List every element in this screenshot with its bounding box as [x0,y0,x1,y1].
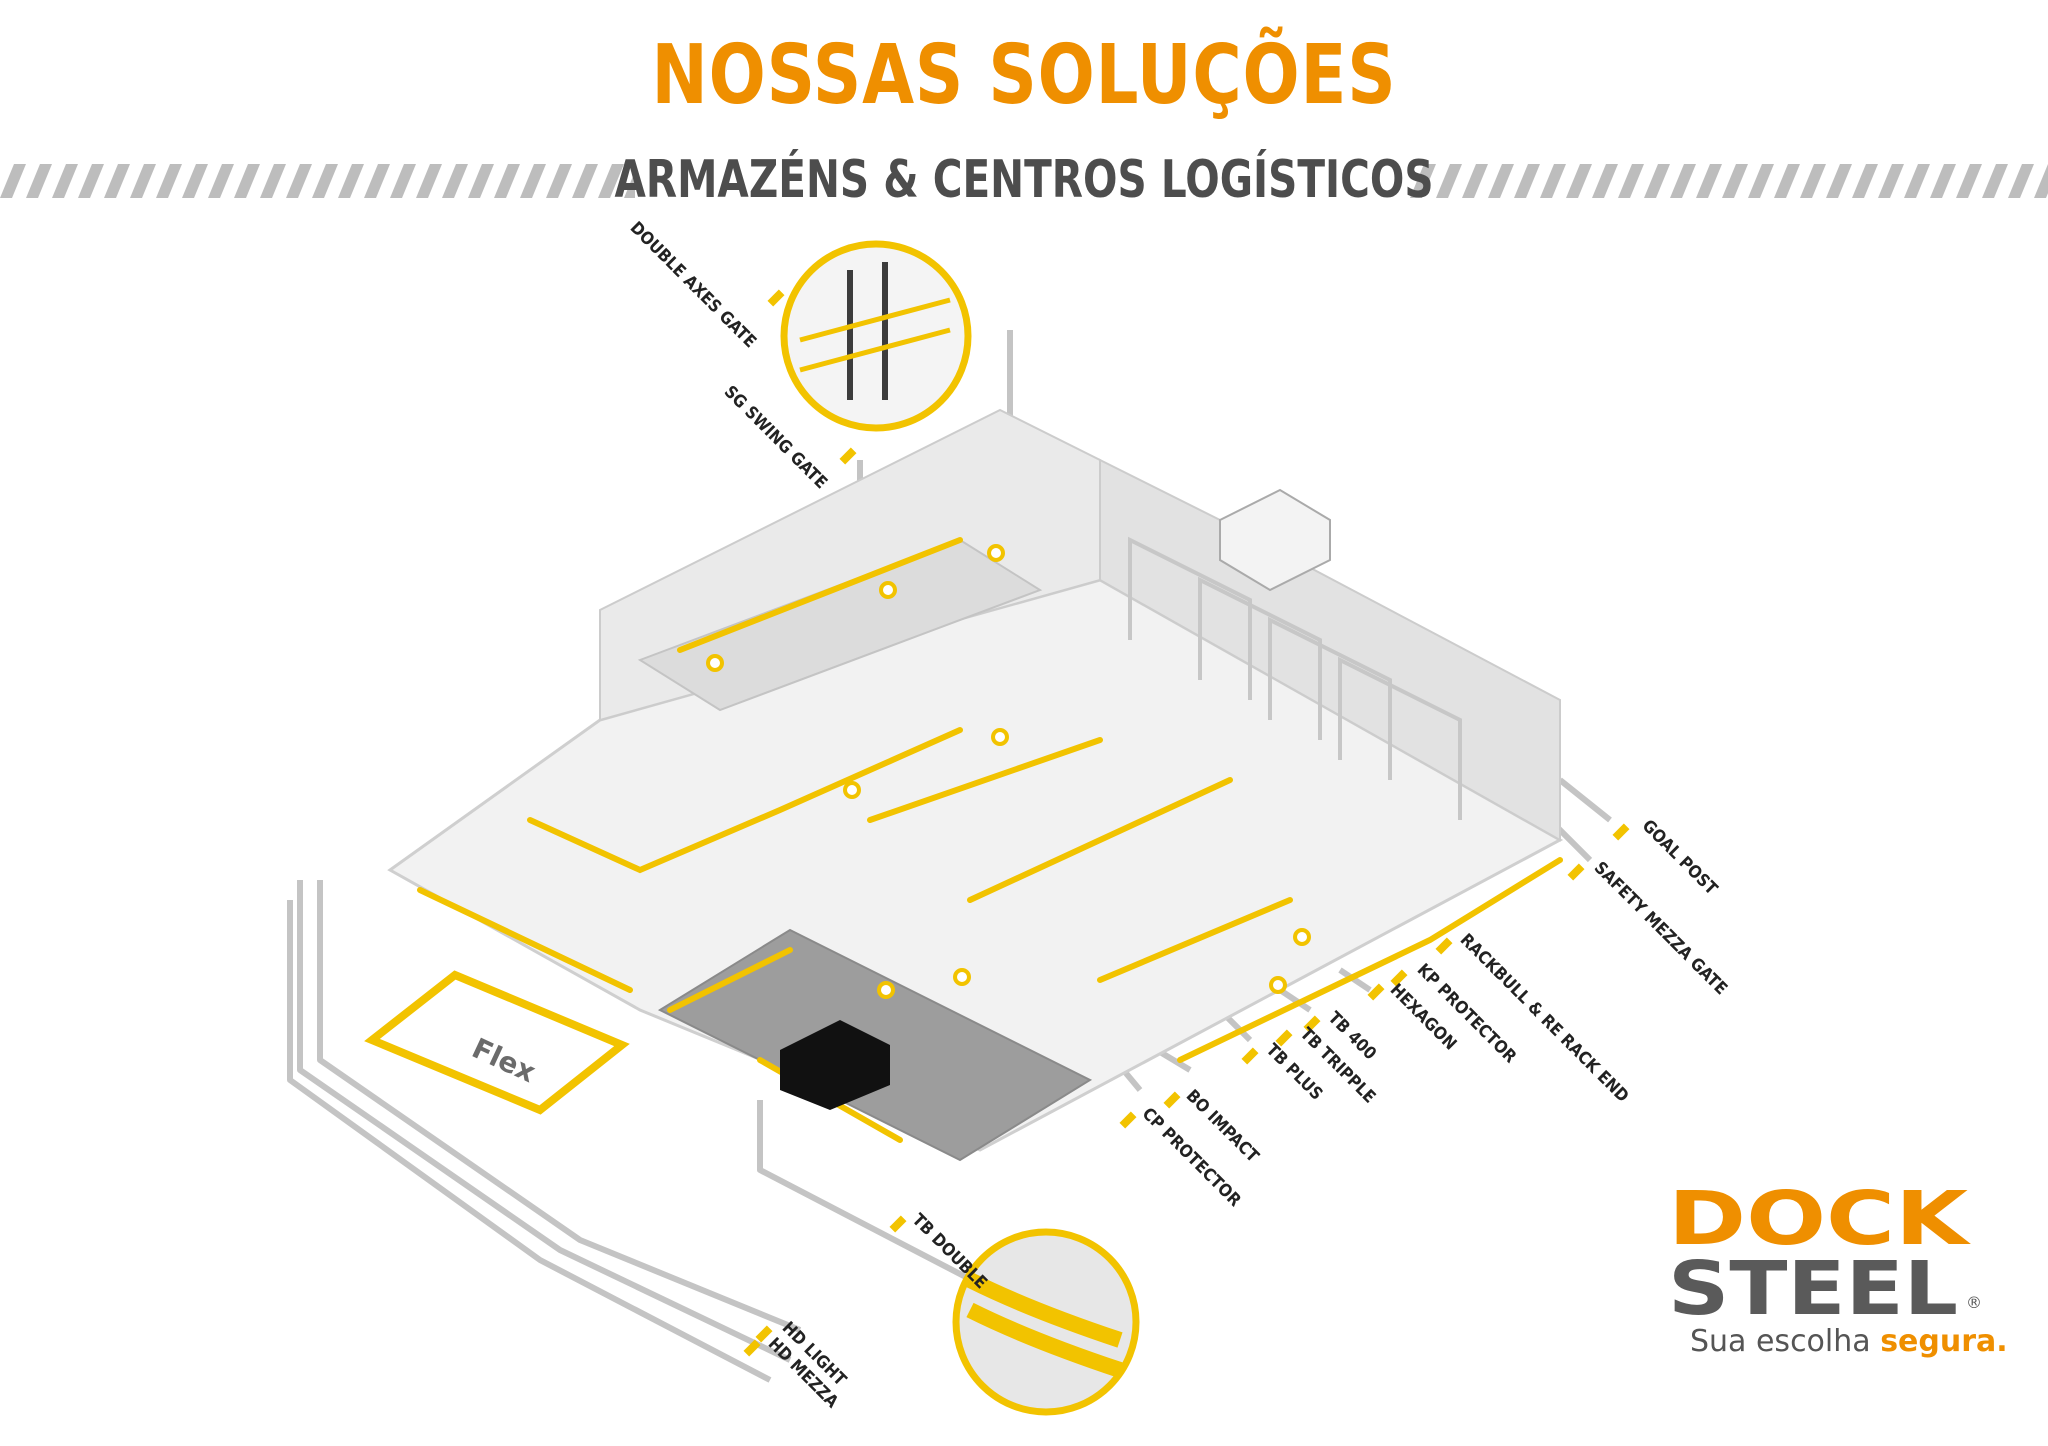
page-subtitle: ARMAZÉNS & CENTROS LOGÍSTICOS [614,150,1434,210]
tagline-bold: segura. [1880,1324,2008,1359]
tagline-regular: Sua escolha [1690,1324,1871,1359]
brand-name-top: DOCK [1668,1182,1971,1252]
registered-mark: ® [1966,1293,1982,1312]
bumper-detail-icon [952,1228,1140,1416]
truck-icon [1219,488,1331,592]
hazard-stripes-left [0,164,635,198]
hotspot-markers [706,544,1311,999]
brand-name-bottom: STEEL [1668,1250,1958,1322]
safety-gate-detail-icon [780,240,972,432]
floor-logo-badge: Flex [364,970,630,1115]
pallet-racks [1128,536,1462,820]
van-icon [780,1020,890,1110]
hazard-stripes-right [1410,164,2048,198]
brand-tagline: Sua escolha segura. [1690,1324,2008,1359]
label-ticks [743,289,1630,1357]
dock-steel-logo: DOCK [1668,1182,1971,1252]
page-title: NOSSAS SOLUÇÕES [651,28,1397,123]
dock-steel-logo-bottom: STEEL ® [1668,1250,1982,1322]
